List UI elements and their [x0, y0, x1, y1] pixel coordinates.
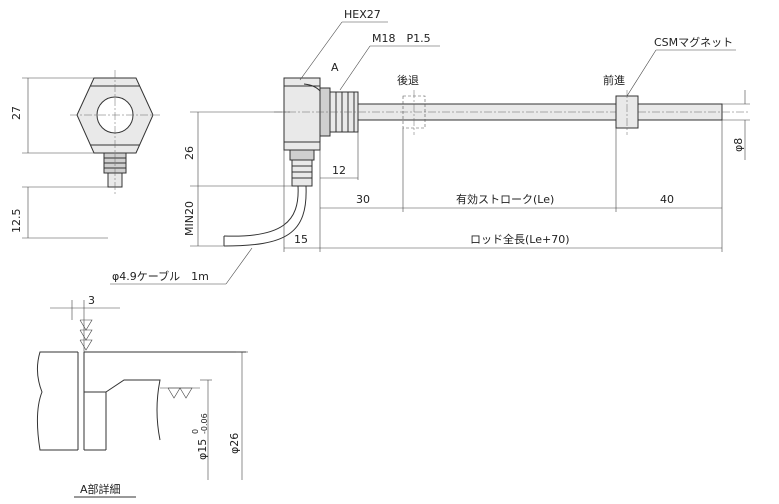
- left-dimensions: [22, 77, 108, 239]
- thread-label: M18 P1.5: [372, 32, 431, 45]
- cable-label: φ4.9ケーブル 1m: [112, 269, 209, 283]
- dim-phi15-label: φ15: [196, 439, 209, 460]
- dim-15-label: 15: [294, 233, 308, 246]
- dim-stroke-label: 有効ストローク(Le): [456, 192, 554, 206]
- dim-3-label: 3: [88, 294, 95, 307]
- sensor-side-view: [223, 77, 750, 247]
- dim-phi26-label: φ26: [228, 433, 241, 454]
- dim-40-label: 40: [660, 193, 674, 206]
- detail-title-label: A部詳細: [80, 482, 121, 496]
- tol-lower-label: -0.06: [200, 413, 209, 434]
- side-horizontal-dimensions: [283, 90, 750, 252]
- dim-27-label: 27: [10, 106, 23, 120]
- detail-mark-label: A: [331, 61, 339, 74]
- hex-front-view: [70, 70, 160, 195]
- dim-12-label: 12: [332, 164, 346, 177]
- dim-min20-label: MIN20: [183, 201, 196, 236]
- hex-label: HEX27: [344, 8, 381, 21]
- magnet-label: CSMマグネット: [654, 35, 733, 49]
- dim-phi8-label: φ8: [732, 138, 745, 152]
- side-vertical-dimensions: [190, 111, 292, 247]
- dim-30-label: 30: [356, 193, 370, 206]
- dim-12-5-label: 12.5: [10, 209, 23, 234]
- dim-26-label: 26: [183, 146, 196, 160]
- detail-a-view: [36, 300, 248, 480]
- tol-upper-label: 0: [191, 429, 200, 434]
- leader-lines: [110, 21, 736, 285]
- retract-label: 後退: [397, 73, 419, 87]
- dim-rod-total-label: ロッド全長(Le+70): [470, 232, 570, 246]
- advance-label: 前進: [603, 73, 625, 87]
